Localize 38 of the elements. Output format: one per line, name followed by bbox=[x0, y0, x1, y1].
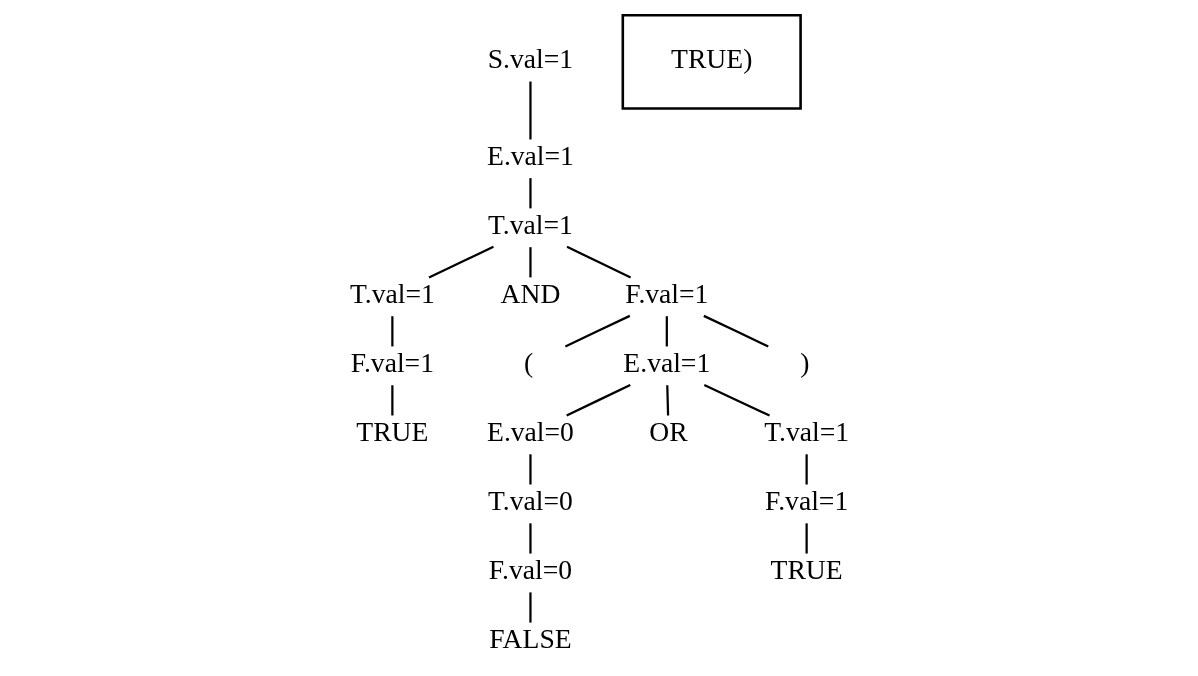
connector bbox=[805, 523, 808, 554]
connector bbox=[528, 523, 532, 554]
node-text: OR bbox=[648, 416, 688, 448]
connector bbox=[565, 383, 631, 417]
node-text: ( bbox=[523, 347, 533, 379]
node-text: E.val=1 bbox=[622, 347, 710, 379]
connector bbox=[703, 383, 770, 417]
node-text: FALSE bbox=[488, 623, 572, 655]
connector bbox=[428, 245, 494, 279]
node-text: F.val=1 bbox=[624, 278, 708, 310]
connector bbox=[528, 81, 532, 140]
node-text: F.val=1 bbox=[350, 347, 434, 379]
node-text: E.val=0 bbox=[486, 416, 574, 448]
node-text: E.val=1 bbox=[486, 140, 574, 172]
node-text: ) bbox=[799, 347, 809, 379]
node-text: T.val=0 bbox=[487, 485, 573, 517]
connector bbox=[564, 314, 630, 348]
node-text: S.val=1 bbox=[487, 43, 573, 75]
connector bbox=[702, 314, 769, 348]
node-text: T.val=1 bbox=[349, 278, 435, 310]
connector bbox=[805, 454, 808, 485]
connector bbox=[390, 316, 393, 347]
connector bbox=[665, 316, 668, 347]
node-text: TRUE bbox=[770, 554, 843, 586]
node-text: F.val=1 bbox=[764, 485, 848, 517]
connector bbox=[390, 385, 393, 416]
connector bbox=[528, 592, 532, 623]
node-text: T.val=1 bbox=[487, 209, 573, 241]
node-text: AND bbox=[500, 278, 560, 310]
connector bbox=[528, 247, 532, 278]
node-text: T.val=1 bbox=[763, 416, 849, 448]
connector bbox=[566, 245, 631, 279]
connector bbox=[528, 178, 532, 209]
connector bbox=[528, 454, 532, 485]
node-text: F.val=0 bbox=[488, 554, 572, 586]
node-box: TRUE) bbox=[621, 13, 802, 110]
connector bbox=[665, 385, 669, 416]
node-text: TRUE bbox=[355, 416, 428, 448]
